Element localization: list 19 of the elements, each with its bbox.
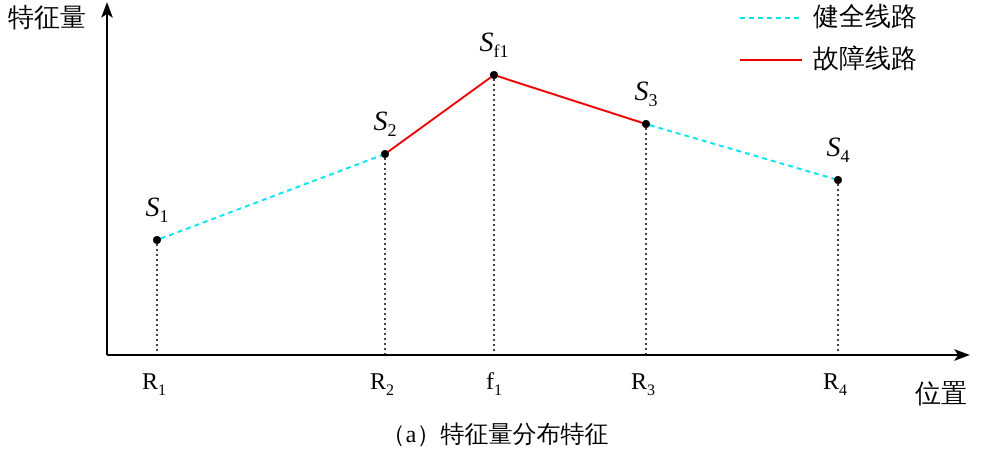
dashed-line-segment xyxy=(160,154,382,240)
axis-title: 特征量 xyxy=(8,4,86,32)
dashed-line-segment xyxy=(650,124,834,180)
position-label: f$_{1}$ xyxy=(486,368,502,401)
position-label: R$_{4}$ xyxy=(823,368,848,401)
legend-label: 健全线路 xyxy=(813,2,917,32)
position-label: R$_{1}$ xyxy=(142,368,166,401)
caption: （a）特征量分布特征 xyxy=(380,421,610,450)
point-label: S$_{4}$ xyxy=(826,132,850,168)
line-segment xyxy=(388,76,492,152)
point-label: S$_{f1}$ xyxy=(478,27,510,63)
point-label: S$_{1}$ xyxy=(144,192,170,228)
axis-title: 位置 xyxy=(915,380,967,408)
line-segment xyxy=(498,75,642,124)
position-label: R$_{3}$ xyxy=(631,368,656,401)
point-label: S$_{2}$ xyxy=(372,106,398,142)
point-label: S$_{3}$ xyxy=(634,76,658,112)
legend-label: 故障线路 xyxy=(813,44,917,74)
position-label: R$_{2}$ xyxy=(370,368,394,401)
